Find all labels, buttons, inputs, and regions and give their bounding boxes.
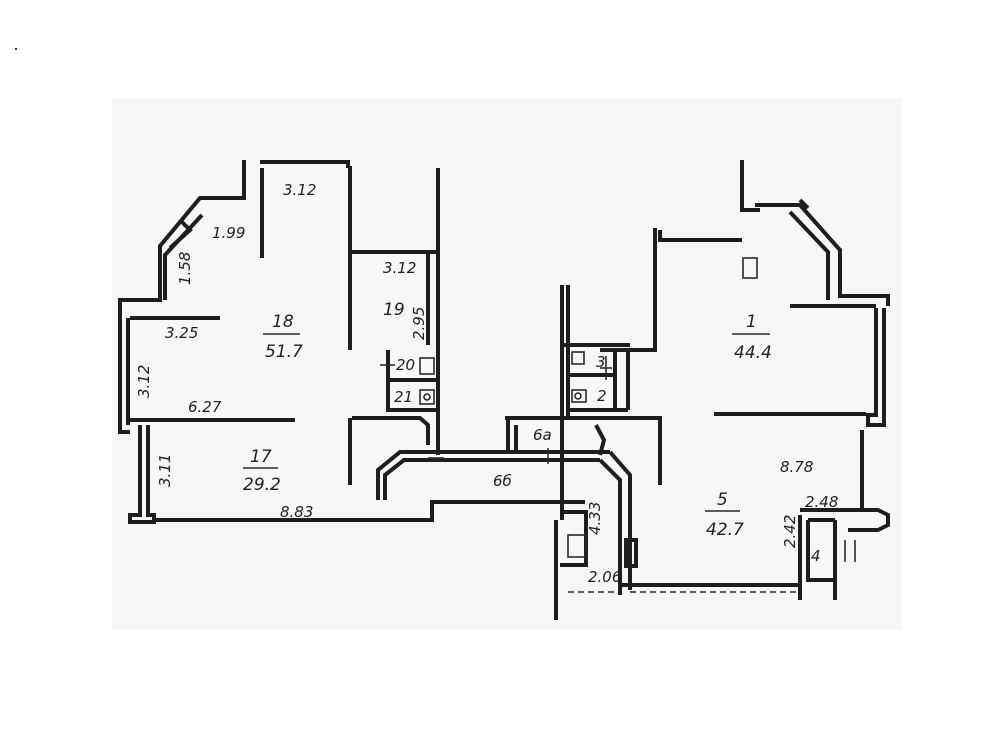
dim-bottom-segment: 2.06 [588, 568, 621, 586]
room-17-area: 29.2 [243, 475, 281, 495]
dim-room-4-height: 2.42 [781, 515, 799, 548]
room-2-number: 2 [597, 387, 607, 405]
room-3-number: 3 [596, 353, 606, 371]
bathroom-fixtures-right [428, 257, 856, 562]
dim-top-left-room-width: 3.12 [283, 181, 316, 199]
dim-room-17-length: 8.83 [280, 503, 313, 521]
dim-bay-side: 1.58 [176, 252, 194, 285]
room-labels: 18 51.7 17 29.2 19 20 21 6а 6б 3 2 1 44.… [243, 300, 821, 565]
room-18-area: 51.7 [265, 342, 303, 362]
room-17-number: 17 [250, 447, 272, 467]
scan-background [112, 98, 902, 630]
dim-room-4-width: 2.48 [805, 493, 838, 511]
room-6a-number: 6а [533, 426, 552, 444]
dim-room-5-length: 8.78 [780, 458, 813, 476]
room-20-number: 20 [396, 356, 415, 374]
room-1-number: 1 [746, 312, 757, 332]
dim-room-19-height: 2.95 [410, 307, 428, 340]
right-unit-walls [554, 160, 890, 620]
left-unit-walls [118, 160, 610, 524]
dim-hall-height: 4.33 [586, 502, 604, 535]
room-21-number: 21 [394, 388, 413, 406]
dim-room-18-length: 6.27 [188, 398, 222, 416]
stray-mark [15, 48, 17, 50]
dimension-labels: 3.12 1.99 1.58 3.25 3.12 6.27 3.11 8.83 … [135, 181, 838, 586]
room-5-number: 5 [717, 490, 728, 510]
dim-room-19-width: 3.12 [383, 259, 416, 277]
dim-room-17-height: 3.11 [156, 454, 174, 487]
room-6b-number: 6б [493, 472, 512, 490]
room-5-area: 42.7 [706, 520, 744, 540]
room-19-number: 19 [383, 300, 405, 320]
dim-left-room-width: 3.25 [165, 324, 198, 342]
room-1-area: 44.4 [734, 343, 772, 363]
bathroom-fixtures-left [380, 357, 435, 405]
dim-bay-segment: 1.99 [212, 224, 245, 242]
room-18-number: 18 [272, 312, 294, 332]
room-4-number: 4 [811, 547, 821, 565]
dim-left-room-height: 3.12 [135, 365, 153, 398]
